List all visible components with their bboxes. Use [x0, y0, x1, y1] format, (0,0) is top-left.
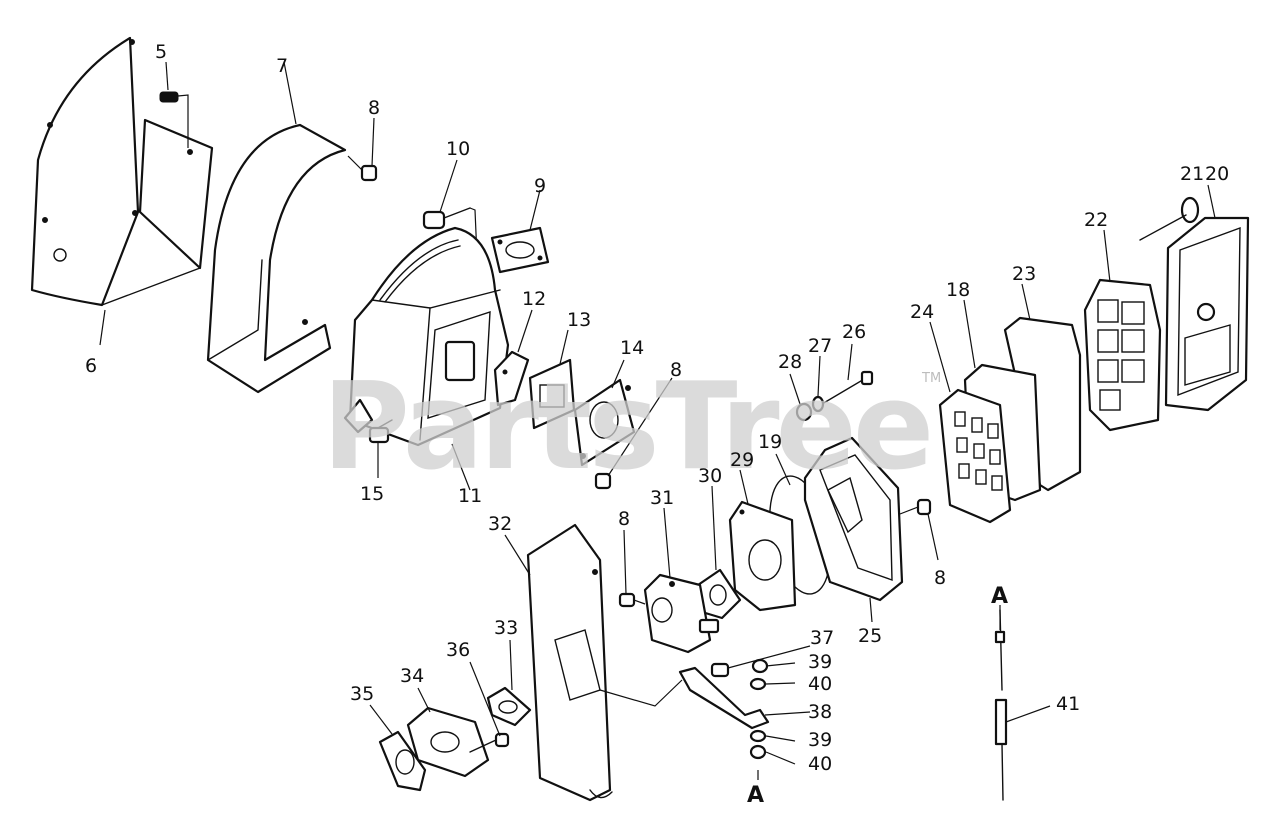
part-27-washer[interactable]	[811, 395, 825, 413]
callout-26: 26	[842, 321, 866, 343]
callout-35: 35	[350, 683, 374, 705]
part-10-bolt[interactable]	[422, 207, 479, 281]
part-24-grid[interactable]	[938, 388, 1012, 524]
callout-31: 31	[650, 487, 674, 509]
part-35-gasket[interactable]	[378, 730, 427, 792]
callout-7: 7	[276, 55, 288, 77]
part-36-bolt[interactable]	[469, 732, 510, 753]
callout-32: 32	[488, 513, 512, 535]
watermark-text: PartsTree	[322, 358, 930, 497]
reference-marks: A A	[747, 584, 1008, 808]
callout-24: 24	[910, 301, 934, 323]
part-8-screw-right[interactable]	[899, 498, 932, 516]
callout-8-a: 8	[368, 97, 380, 119]
part-39-washer-top[interactable]	[751, 658, 769, 674]
callout-18: 18	[946, 279, 970, 301]
callout-19: 19	[758, 431, 782, 453]
callout-34: 34	[400, 665, 424, 687]
callout-10: 10	[446, 138, 470, 160]
callout-27: 27	[808, 335, 832, 357]
part-20-cover[interactable]	[1164, 216, 1250, 412]
leader-lines	[99, 61, 1216, 780]
callout-39-a: 39	[808, 651, 832, 673]
part-22-filter-frame[interactable]	[1083, 278, 1162, 432]
callout-33: 33	[494, 617, 518, 639]
part-25-base[interactable]	[803, 436, 904, 602]
callout-12: 12	[522, 288, 546, 310]
part-31-carburetor[interactable]	[643, 573, 720, 654]
callout-14: 14	[620, 337, 644, 359]
callout-8-c: 8	[618, 508, 630, 530]
part-29-adapter[interactable]	[728, 500, 797, 612]
callout-22: 22	[1084, 209, 1108, 231]
callout-labels: 5 7 8 10 9 6 12 13 14 8 15 11 21 20 22 2…	[85, 41, 1229, 775]
callout-39-b: 39	[808, 729, 832, 751]
part-7-shield[interactable]	[206, 123, 347, 394]
part-28-nut[interactable]	[795, 402, 813, 422]
callout-28: 28	[778, 351, 802, 373]
part-21-bolt[interactable]	[1139, 196, 1200, 241]
part-6-shroud[interactable]	[30, 36, 214, 307]
part-14-plate[interactable]	[573, 378, 636, 467]
callout-25: 25	[858, 625, 882, 647]
callout-8-d: 8	[934, 567, 946, 589]
callout-30: 30	[698, 465, 722, 487]
part-26-bolt[interactable]	[821, 370, 874, 405]
callout-15: 15	[360, 483, 384, 505]
callout-40-a: 40	[808, 673, 832, 695]
watermark-trademark: TM	[921, 371, 941, 386]
reference-mark-a-bottom: A	[747, 783, 764, 808]
callout-21: 21	[1180, 163, 1204, 185]
callout-11: 11	[458, 485, 482, 507]
callout-23: 23	[1012, 263, 1036, 285]
part-8-screw-top[interactable]	[347, 155, 378, 182]
part-15-bolt[interactable]	[368, 419, 393, 444]
part-11-muffler[interactable]	[343, 226, 510, 447]
callout-40-b: 40	[808, 753, 832, 775]
part-37-screw[interactable]	[710, 645, 811, 678]
part-12-plate[interactable]	[493, 350, 530, 407]
part-5-screw[interactable]	[159, 91, 189, 148]
part-33-gasket[interactable]	[486, 686, 532, 727]
reference-mark-a-top: A	[991, 584, 1008, 609]
watermark: PartsTree TM	[322, 358, 941, 497]
callout-36: 36	[446, 639, 470, 661]
part-41-cable[interactable]	[994, 609, 1051, 801]
callout-9: 9	[534, 175, 546, 197]
callout-5: 5	[155, 41, 167, 63]
callout-37: 37	[810, 627, 834, 649]
part-40-nut-bottom[interactable]	[749, 744, 767, 760]
callout-8-b: 8	[670, 359, 682, 381]
part-8-screw-carb[interactable]	[618, 592, 646, 608]
part-39-washer-bottom[interactable]	[749, 729, 767, 743]
part-9-gasket[interactable]	[490, 226, 550, 274]
callout-41: 41	[1056, 693, 1080, 715]
callout-29: 29	[730, 449, 754, 471]
callout-13: 13	[567, 309, 591, 331]
part-32-plate[interactable]	[526, 523, 613, 802]
part-38-bracket[interactable]	[678, 666, 811, 730]
part-8-screw-mid[interactable]	[594, 472, 612, 490]
callout-38: 38	[808, 701, 832, 723]
part-40-washer-top[interactable]	[749, 677, 767, 691]
callout-20: 20	[1205, 163, 1229, 185]
callout-6: 6	[85, 355, 97, 377]
